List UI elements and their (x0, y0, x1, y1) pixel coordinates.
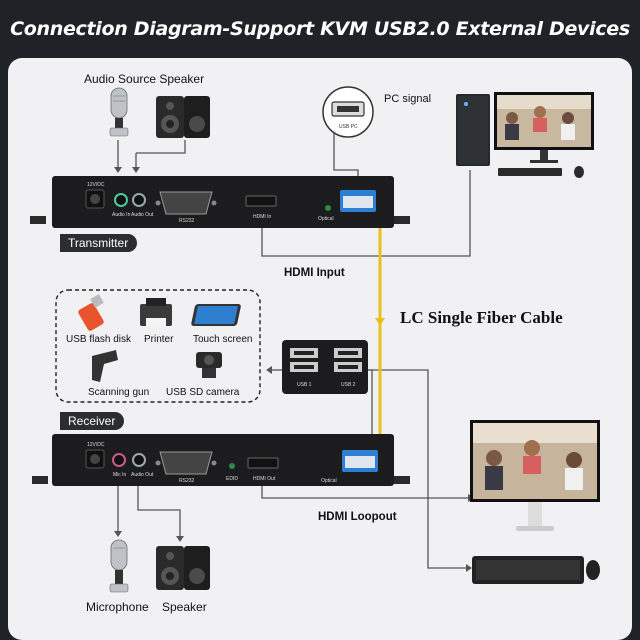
tx-rs232-label: RS232 (179, 218, 195, 224)
device-printer-label: Printer (144, 334, 174, 345)
scanner-icon (92, 350, 118, 382)
hub-usb2-label: USB 2 (341, 382, 356, 388)
fiber-cable-label: LC Single Fiber Cable (400, 308, 563, 327)
tx-optical-label: Optical (318, 216, 334, 222)
receiver-tag: Receiver (60, 412, 125, 430)
usb-pc-label: USB PC (339, 124, 358, 130)
cable-speaker-out (137, 480, 181, 540)
printer-icon (140, 298, 172, 326)
microphone-icon (109, 87, 129, 137)
device-usb-flash-label: USB flash disk (66, 334, 132, 345)
device-scanning-gun-label: Scanning gun (88, 387, 150, 398)
cable-hdmi-input (261, 170, 471, 257)
usb-flash-icon (78, 294, 104, 331)
hdmi-loopout-label: HDMI Loopout (318, 511, 397, 523)
microphone-label: Microphone (86, 600, 149, 614)
usb-plug-icon (322, 86, 374, 138)
pc-tower-icon (456, 94, 490, 166)
tx-dc-label: 12V/DC (87, 182, 105, 188)
rx-mic-label: Mic In (113, 472, 127, 478)
hub-usb1-label: USB 1 (297, 382, 312, 388)
rx-optical-label: Optical (321, 478, 337, 484)
monitor-icon (494, 92, 594, 178)
speaker-label: Speaker (162, 600, 207, 614)
mouse-icon (586, 560, 600, 580)
tx-hdmi-in-label: HDMI In (253, 214, 272, 220)
microphone-icon (109, 539, 129, 593)
rx-hdmi-out-label: HDMI Out (253, 476, 276, 482)
camera-icon (196, 352, 222, 378)
hdmi-input-label: HDMI Input (284, 267, 345, 279)
tablet-icon (191, 304, 241, 326)
keyboard-icon (472, 556, 584, 584)
device-touch-screen-label: Touch screen (193, 334, 253, 345)
speaker-icon (156, 96, 210, 138)
cable-keyboard (368, 369, 470, 569)
rx-dc-label: 12V/DC (87, 442, 105, 448)
audio-source-speaker-label: Audio Source Speaker (84, 72, 205, 86)
device-sd-camera-label: USB SD camera (166, 387, 240, 398)
pc-signal-label: PC signal (384, 93, 432, 105)
transmitter-tag: Transmitter (60, 234, 138, 252)
monitor-icon (470, 420, 600, 531)
transmitter-device (30, 176, 410, 228)
rx-edid-label: EDID (226, 476, 238, 482)
receiver-device (32, 434, 410, 486)
page-title: Connection Diagram-Support KVM USB2.0 Ex… (10, 18, 630, 40)
usb-devices-group (55, 289, 261, 403)
usb-hub (282, 340, 368, 394)
rx-audio-out-label: Audio Out (131, 472, 154, 478)
speaker-icon (156, 546, 210, 590)
cable-speaker-drop (136, 140, 186, 154)
rx-rs232-label: RS232 (179, 478, 195, 484)
tx-audio-in-label: Audio In (112, 212, 131, 218)
tx-audio-out-label: Audio Out (131, 212, 154, 218)
fiber-cable (371, 204, 385, 460)
